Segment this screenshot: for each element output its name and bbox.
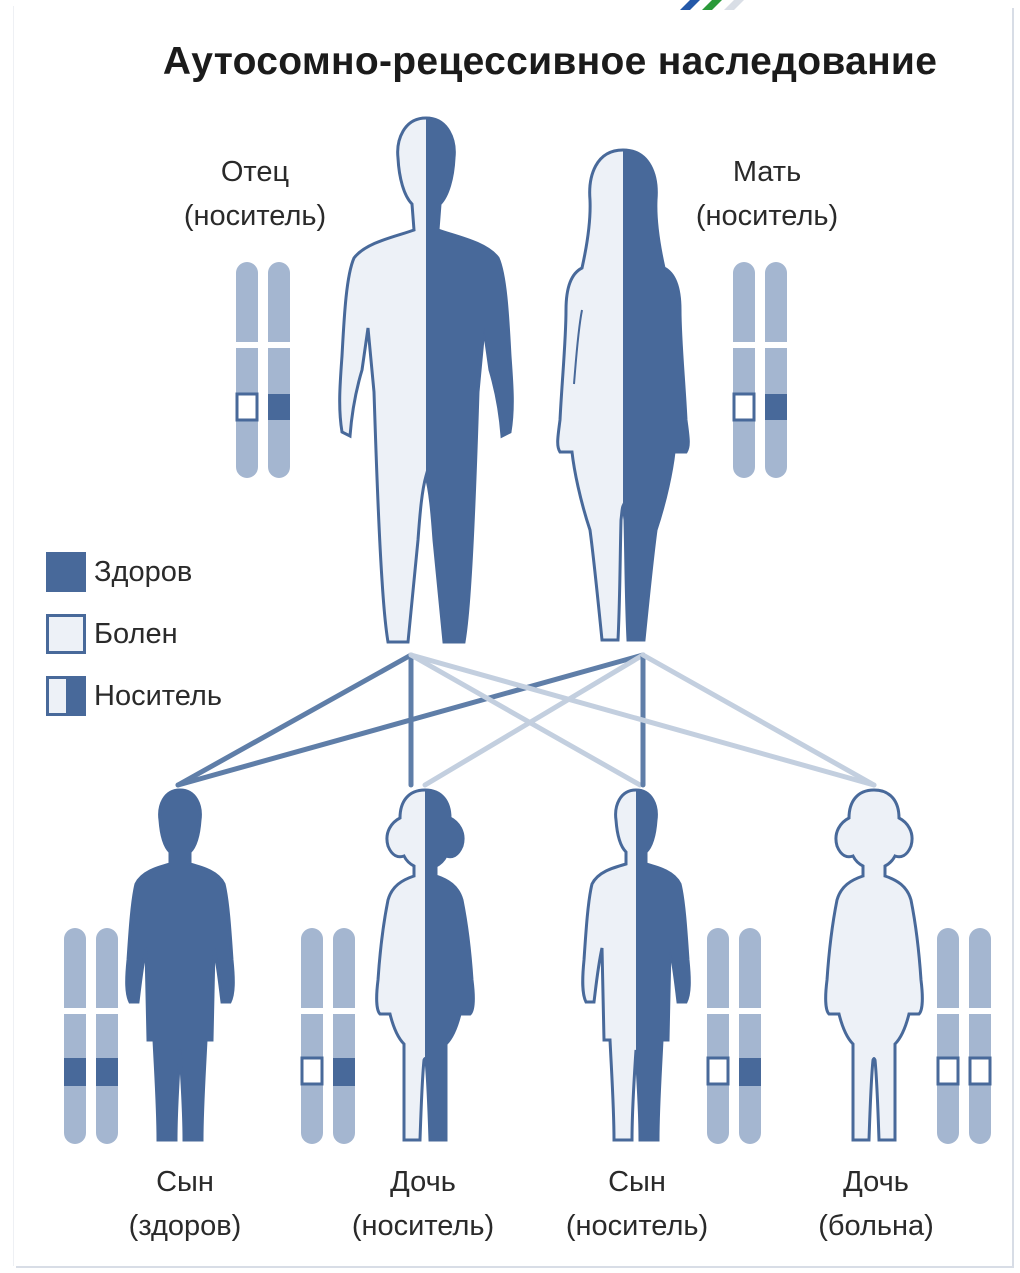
- child4-label: Дочь (больна): [776, 1160, 976, 1248]
- father-allele-recessive: [237, 394, 257, 420]
- legend-label-healthy: Здоров: [94, 556, 192, 589]
- child2-name: Дочь: [318, 1160, 528, 1204]
- father-status: (носитель): [160, 194, 350, 238]
- child3-name: Сын: [532, 1160, 742, 1204]
- legend-swatch-carrier: [46, 676, 86, 716]
- father-chromosomes: [236, 262, 290, 478]
- legend-item-carrier: Носитель: [46, 674, 222, 718]
- child3-label: Сын (носитель): [532, 1160, 742, 1248]
- father-allele-dominant: [268, 394, 290, 420]
- child1-status: (здоров): [90, 1204, 280, 1248]
- inheritance-lines: [178, 655, 874, 785]
- mother-status: (носитель): [672, 194, 862, 238]
- mother-label: Мать (носитель): [672, 150, 862, 238]
- child4-status: (больна): [776, 1204, 976, 1248]
- child1-name: Сын: [90, 1160, 280, 1204]
- son1-figure: [127, 790, 234, 1140]
- mother-allele-dominant: [765, 394, 787, 420]
- daughter2-figure: [826, 790, 923, 1140]
- mother-chromosomes: [733, 262, 787, 478]
- mother-figure: [558, 150, 689, 640]
- child3-status: (носитель): [532, 1204, 742, 1248]
- father-label: Отец (носитель): [160, 150, 350, 238]
- child2-label: Дочь (носитель): [318, 1160, 528, 1248]
- mother-name: Мать: [672, 150, 862, 194]
- legend-swatch-healthy: [46, 552, 86, 592]
- child4-name: Дочь: [776, 1160, 976, 1204]
- son1-chromosomes: [64, 928, 118, 1144]
- mother-allele-recessive: [734, 394, 754, 420]
- daughter2-chromosomes: [937, 928, 991, 1144]
- legend-label-affected: Болен: [94, 618, 178, 651]
- son2-chromosomes: [707, 928, 761, 1144]
- daughter1-figure: [377, 790, 474, 1140]
- legend-swatch-affected: [46, 614, 86, 654]
- legend-item-affected: Болен: [46, 612, 178, 656]
- legend-item-healthy: Здоров: [46, 550, 192, 594]
- son2-figure: [583, 790, 690, 1140]
- legend-label-carrier: Носитель: [94, 680, 222, 713]
- daughter1-chromosomes: [301, 928, 355, 1144]
- child1-label: Сын (здоров): [90, 1160, 280, 1248]
- father-figure: [340, 118, 513, 642]
- line-mother-daughter2: [643, 655, 874, 785]
- child2-status: (носитель): [318, 1204, 528, 1248]
- father-name: Отец: [160, 150, 350, 194]
